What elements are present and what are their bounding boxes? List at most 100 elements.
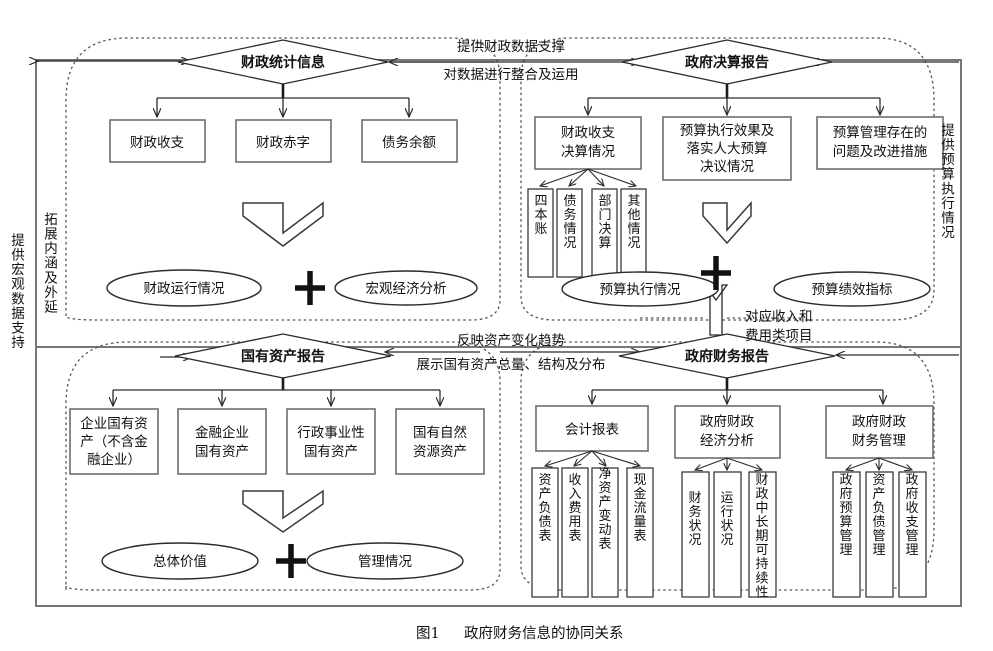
box-br-2[interactable] (674, 405, 781, 459)
vbox-br2-1[interactable] (681, 471, 710, 598)
side-label-left-outer: 提供宏观数据支持 (11, 233, 25, 351)
ellipse-tl-2[interactable] (334, 270, 478, 306)
vbox-br1-4-label: 现金流量表 (633, 473, 646, 544)
fan-br1-3 (591, 450, 606, 466)
fan-br3-3 (878, 457, 912, 470)
vbox-br1-3[interactable] (591, 467, 619, 598)
box-tr-2-line2: 落实人大预算 (687, 141, 768, 157)
region-outline-top-right (520, 37, 935, 321)
fan-br2-1 (695, 457, 728, 470)
connector-top-lower-label: 对数据进行整合及运用 (444, 67, 579, 83)
figure-caption-number: 图1 (416, 626, 440, 642)
region-outline-bottom-left (65, 341, 501, 591)
vbox-br1-3-label: 净资产变动表 (598, 467, 611, 552)
vbox-br3-1[interactable] (832, 471, 861, 598)
ellipse-bl-2[interactable] (306, 542, 464, 580)
diamond-top-left-label: 财政统计信息 (240, 54, 325, 71)
fan-tr-4 (587, 168, 636, 186)
box-tr-2-line3: 决议情况 (700, 159, 754, 175)
box-br-1[interactable] (535, 405, 649, 452)
box-tr-3[interactable] (816, 116, 944, 170)
vbox-tr-3[interactable] (591, 188, 618, 278)
box-tr-3-line1: 预算管理存在的 (833, 125, 928, 141)
diamond-top-right-label: 政府决算报告 (685, 54, 769, 71)
box-tl-3[interactable] (361, 119, 458, 163)
vbox-br1-1-label: 资产负债表 (538, 473, 551, 544)
box-br-2-line1: 政府财政 (700, 414, 754, 430)
vbox-br3-3[interactable] (898, 471, 927, 598)
vbox-br2-1-label: 财务状况 (688, 491, 701, 548)
chevron-down-icon-bl (242, 489, 324, 533)
box-bl-4[interactable] (395, 408, 485, 475)
box-tr-1-line1: 财政收支 (561, 125, 615, 141)
fan-br1-4 (591, 450, 640, 466)
box-br-3-line1: 政府财政 (852, 414, 906, 430)
box-bl-2-line2: 国有资产 (195, 444, 249, 460)
fan-tr-2 (569, 168, 589, 186)
vbox-br1-1[interactable] (531, 467, 559, 598)
ellipse-bl-1-label: 总体价值 (153, 554, 207, 570)
box-br-3[interactable] (825, 405, 934, 459)
region-outline-top-left (65, 37, 501, 321)
box-tl-1-label: 财政收支 (130, 135, 184, 151)
box-bl-1-line3: 融企业） (87, 451, 141, 468)
vbox-br1-2-label: 收入费用表 (568, 473, 581, 544)
vbox-br3-2[interactable] (865, 471, 894, 598)
ellipse-tl-2-label: 宏观经济分析 (366, 281, 447, 297)
vbox-tr-4-label: 其他情况 (627, 194, 640, 251)
vbox-tr-3-label: 部门决算 (598, 194, 611, 251)
vbox-br2-3[interactable] (748, 471, 777, 598)
box-bl-4-line1: 国有自然 (413, 424, 467, 441)
vbox-tr-1-label: 四本账 (534, 194, 547, 237)
box-br-2-line2: 经济分析 (700, 433, 754, 449)
plus-icon-tl (295, 271, 325, 305)
vbox-br2-3-label: 财政中长期可持续性 (755, 473, 768, 600)
box-bl-1-line1: 企业国有资 (80, 415, 148, 432)
box-tr-2[interactable] (662, 116, 792, 181)
diamond-bottom-left-label: 国有资产报告 (241, 348, 325, 365)
fan-tr-3 (587, 168, 604, 186)
side-label-right-top: 提供预算执行情况 (941, 123, 955, 241)
box-tl-2[interactable] (235, 119, 332, 163)
ellipse-tr-2[interactable] (773, 271, 931, 307)
box-bl-1[interactable] (69, 408, 159, 475)
outer-frame (35, 59, 962, 607)
vbox-tr-2[interactable] (556, 188, 583, 278)
plus-icon-tr (701, 256, 731, 290)
box-bl-3-line1: 行政事业性 (297, 425, 365, 441)
vbox-br3-1-label: 政府预算管理 (839, 473, 852, 558)
vbox-br2-2[interactable] (713, 471, 742, 598)
ellipse-bl-2-label: 管理情况 (358, 554, 412, 570)
box-tr-1[interactable] (534, 116, 642, 170)
box-bl-3[interactable] (286, 408, 376, 475)
box-tr-3-line2: 问题及改进措施 (833, 144, 928, 160)
box-tl-3-label: 债务余额 (382, 134, 436, 151)
chevron-down-icon-tl (242, 201, 324, 247)
box-bl-4-line2: 资源资产 (413, 444, 467, 460)
box-tl-2-label: 财政赤字 (256, 135, 310, 151)
box-br-3-line2: 财务管理 (852, 433, 906, 449)
vbox-tr-1[interactable] (527, 188, 554, 278)
box-tl-1[interactable] (109, 119, 206, 163)
vbox-tr-4[interactable] (620, 188, 647, 278)
vertical-link-label-line1: 对应收入和 (745, 308, 813, 325)
figure-caption-title: 政府财务信息的协同关系 (464, 625, 624, 642)
ellipse-tr-1-label: 预算执行情况 (600, 282, 681, 298)
ellipse-tr-2-label: 预算绩效指标 (812, 282, 893, 298)
chevron-down-icon-tr (702, 201, 752, 245)
fan-br3-1 (846, 457, 880, 470)
ellipse-tl-1[interactable] (106, 269, 262, 307)
vbox-br1-2[interactable] (561, 467, 589, 598)
side-label-left-inner: 拓展内涵及外延 (44, 212, 58, 315)
ellipse-bl-1[interactable] (101, 542, 259, 580)
box-bl-2[interactable] (177, 408, 267, 475)
diamond-bottom-right-label: 政府财务报告 (685, 348, 769, 365)
vbox-br2-2-label: 运行状况 (720, 491, 733, 548)
fan-br2-3 (726, 457, 762, 470)
vbox-br3-3-label: 政府收支管理 (905, 473, 918, 558)
vertical-link-label-line2: 费用类项目 (745, 328, 813, 344)
ellipse-tl-1-label: 财政运行情况 (144, 281, 225, 297)
vbox-br1-4[interactable] (626, 467, 654, 598)
